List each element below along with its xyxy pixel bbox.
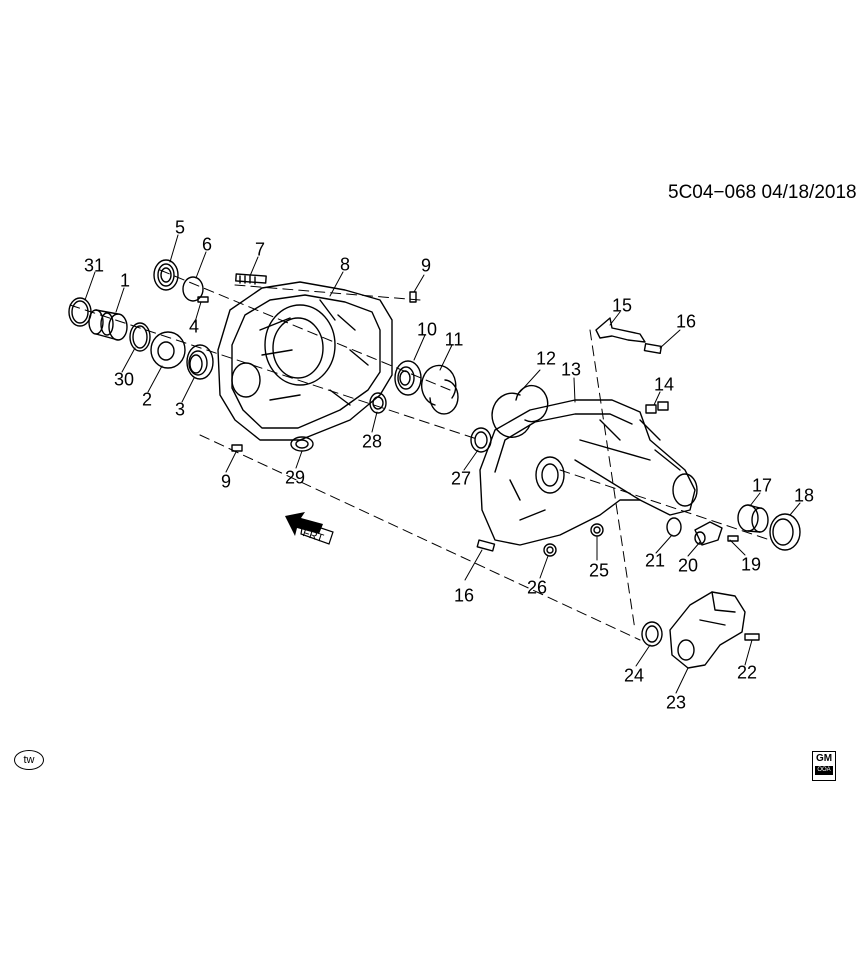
callout-9-upper: 9 — [420, 255, 432, 276]
part-10-bearing — [394, 360, 422, 396]
callout-10: 10 — [416, 319, 438, 340]
part-5-seal — [153, 259, 179, 291]
gm-logo: GM OOA — [812, 751, 836, 781]
callout-14: 14 — [653, 374, 675, 395]
callout-26: 26 — [526, 577, 548, 598]
callout-28: 28 — [361, 431, 383, 452]
part-28-seal — [369, 392, 387, 414]
part-22-bolt — [744, 633, 760, 641]
part-17-sleeve — [737, 504, 769, 533]
gm-logo-text: GM — [815, 753, 833, 764]
callout-13: 13 — [560, 359, 582, 380]
part-18-seal — [769, 513, 801, 551]
callout-9-lower: 9 — [220, 471, 232, 492]
part-31-snap-ring — [68, 297, 92, 327]
part-16-bolt-lower — [476, 539, 496, 552]
part-14-clips — [645, 401, 669, 414]
callout-16-upper: 16 — [675, 311, 697, 332]
callout-6: 6 — [201, 234, 213, 255]
callout-19: 19 — [740, 554, 762, 575]
part-12-snap-ring — [491, 384, 549, 438]
callout-31: 31 — [83, 255, 105, 276]
part-8-front-housing — [217, 281, 393, 441]
diagram-reference-code: 5C04−068 04/18/2018 — [668, 182, 857, 203]
part-2-washer — [150, 331, 186, 369]
callout-18: 18 — [793, 485, 815, 506]
callout-29: 29 — [284, 467, 306, 488]
front-direction-arrow-icon — [285, 512, 334, 545]
part-30-ring — [129, 322, 151, 352]
part-1-boot — [88, 309, 128, 341]
gm-logo-subtext: OOA — [815, 766, 833, 775]
part-3-seal — [186, 344, 214, 380]
callout-17: 17 — [751, 475, 773, 496]
part-13-rear-housing — [479, 399, 698, 546]
part-16-bolt-upper — [643, 342, 663, 355]
part-26-nut — [543, 543, 557, 557]
part-9-dowel-lower — [231, 444, 243, 452]
callout-24: 24 — [623, 665, 645, 686]
callout-16-lower: 16 — [453, 585, 475, 606]
part-6-o-ring — [182, 276, 204, 302]
callout-15: 15 — [611, 295, 633, 316]
part-7-stud — [235, 273, 267, 285]
callout-23: 23 — [665, 692, 687, 713]
part-9-dowel-upper — [409, 291, 417, 303]
callout-12: 12 — [535, 348, 557, 369]
leader-lines — [84, 234, 801, 694]
callout-5: 5 — [174, 217, 186, 238]
callout-7: 7 — [254, 239, 266, 260]
callout-11: 11 — [444, 329, 464, 350]
part-4-dowel — [197, 296, 209, 303]
callout-25: 25 — [588, 560, 610, 581]
callout-20: 20 — [677, 555, 699, 576]
callout-2: 2 — [141, 389, 153, 410]
callout-8: 8 — [339, 254, 351, 275]
part-19-bolt — [727, 535, 739, 542]
callout-4: 4 — [188, 316, 200, 337]
callout-3: 3 — [174, 399, 186, 420]
callout-27: 27 — [450, 468, 472, 489]
part-21-ring — [666, 517, 682, 537]
part-25-nut — [590, 523, 604, 537]
callout-21: 21 — [644, 550, 666, 571]
tw-badge: tw — [14, 750, 44, 770]
callout-22: 22 — [736, 662, 758, 683]
part-20-sensor — [694, 521, 723, 546]
part-24-seal — [641, 621, 663, 647]
callout-30: 30 — [113, 369, 135, 390]
callout-1: 1 — [119, 270, 131, 291]
part-15-bracket — [595, 317, 646, 343]
part-23-actuator — [669, 591, 746, 669]
part-11-snap-ring — [421, 364, 459, 415]
